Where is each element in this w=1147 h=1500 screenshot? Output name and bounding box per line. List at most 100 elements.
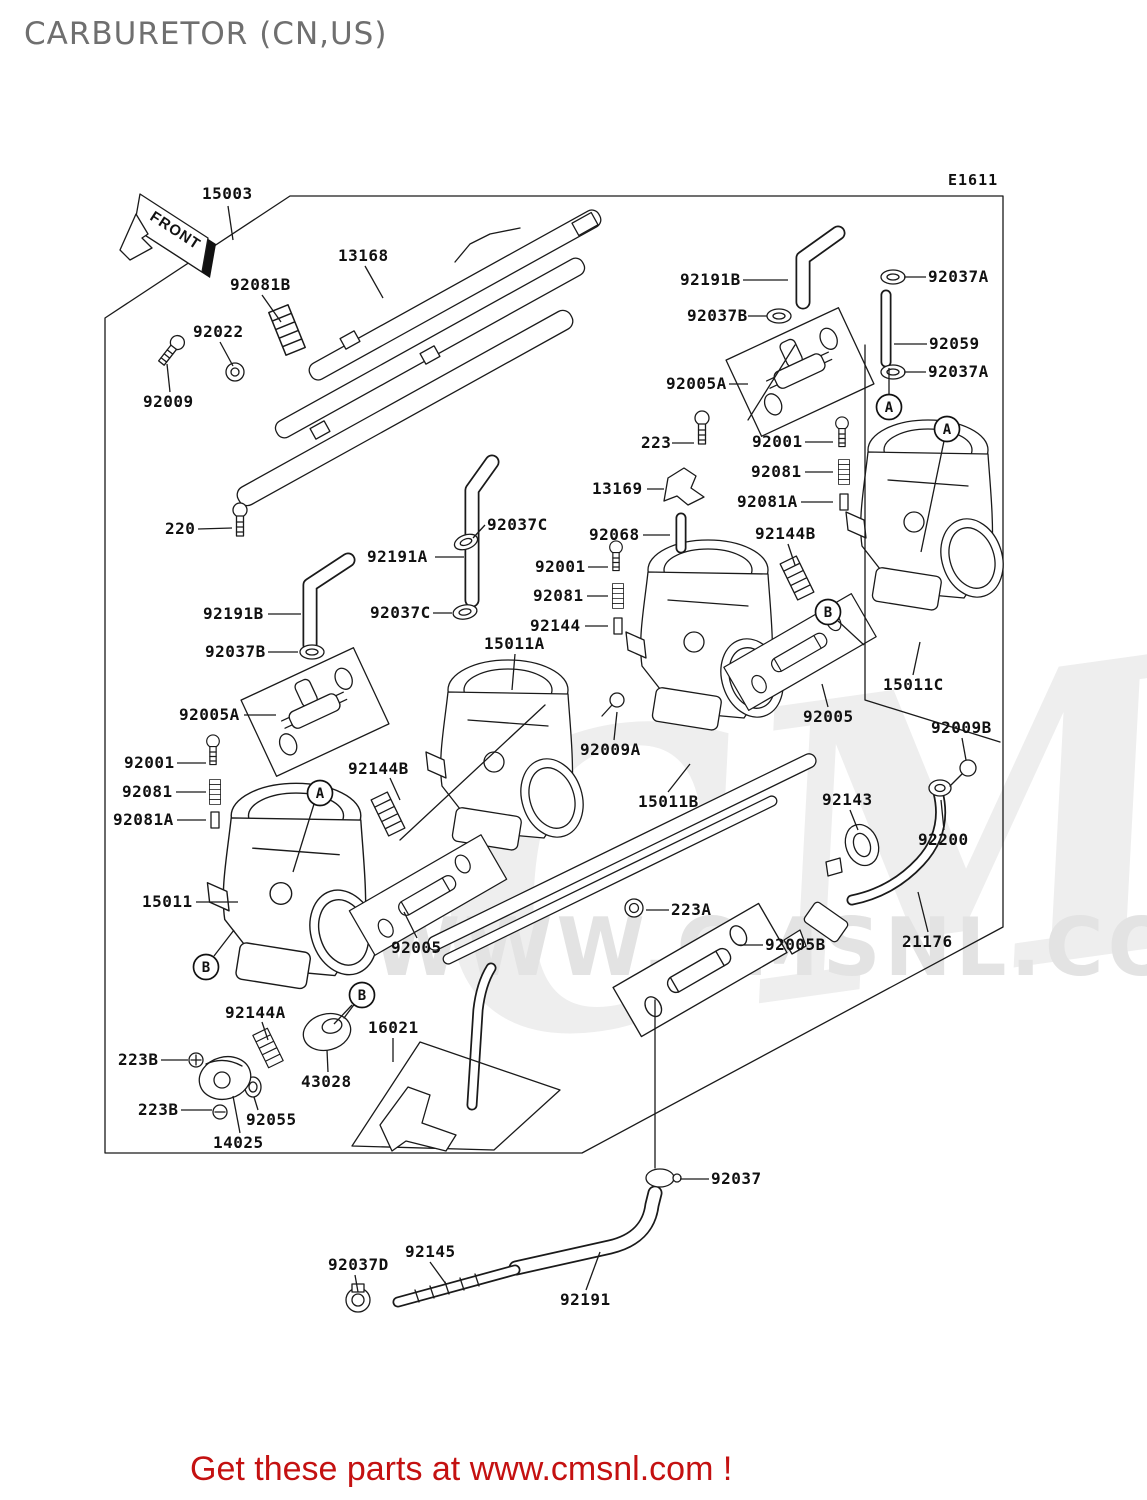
bolt-92009b — [949, 759, 977, 787]
part-label-223b: 223B — [118, 1050, 159, 1069]
svg-text:B: B — [824, 605, 832, 621]
bolt-223a — [624, 898, 644, 918]
part-label-92081: 92081 — [122, 782, 173, 801]
sensor-21176 — [783, 901, 849, 955]
bolt-92009a — [601, 692, 625, 717]
callout-b: B — [192, 953, 220, 981]
part-label-92001: 92001 — [535, 557, 586, 576]
part-label-92037c: 92037C — [487, 515, 548, 534]
part-label-92005: 92005 — [803, 707, 854, 726]
footer-suffix: ! — [713, 1450, 733, 1488]
part-label-92068: 92068 — [589, 525, 640, 544]
part-label-92037a: 92037A — [928, 362, 989, 381]
part-label-92037: 92037 — [711, 1169, 762, 1188]
fitting-92143 — [825, 823, 880, 877]
nut-92022 — [225, 362, 245, 382]
kit-box-92005a-right — [725, 307, 875, 437]
hose-92191b-right — [795, 225, 846, 310]
part-label-92037c: 92037C — [370, 603, 431, 622]
part-label-92001: 92001 — [752, 432, 803, 451]
clamp-92037d — [345, 1283, 371, 1313]
part-label-92001: 92001 — [124, 753, 175, 772]
part-label-92081b: 92081B — [230, 275, 291, 294]
part-label-92055: 92055 — [246, 1110, 297, 1129]
linkage-rail — [427, 753, 817, 965]
part-label-15011a: 15011A — [484, 634, 545, 653]
part-label-92037b: 92037B — [205, 642, 266, 661]
part-label-92191a: 92191A — [367, 547, 428, 566]
tube-92145 — [392, 1264, 521, 1308]
tube-92191a — [464, 454, 500, 608]
hose-92191-bottom — [508, 1185, 663, 1276]
part-label-21176: 21176 — [902, 932, 953, 951]
part-label-92144: 92144 — [530, 616, 581, 635]
part-label-220: 220 — [165, 519, 196, 538]
callout-a: A — [933, 415, 961, 443]
footer-promo: Get these parts at www.cmsnl.com ! — [190, 1450, 732, 1489]
svg-text:B: B — [358, 988, 366, 1004]
svg-text:B: B — [202, 960, 210, 976]
part-label-15011b: 15011B — [638, 792, 699, 811]
part-label-92081: 92081 — [751, 462, 802, 481]
hose-21176 — [846, 786, 947, 906]
leader-lines — [161, 205, 967, 1293]
part-label-92005a: 92005A — [666, 374, 727, 393]
part-label-92191b: 92191B — [203, 604, 264, 623]
linkage-16021 — [379, 1086, 457, 1152]
part-label-92037d: 92037D — [328, 1255, 389, 1274]
part-label-92143: 92143 — [822, 790, 873, 809]
part-label-92005: 92005 — [391, 938, 442, 957]
part-label-92009a: 92009A — [580, 740, 641, 759]
diagram-border — [104, 195, 1004, 1154]
fuel-rails — [236, 209, 602, 507]
svg-text:A: A — [316, 786, 325, 802]
cmsnl-link[interactable]: www.cmsnl.com — [469, 1450, 714, 1488]
part-label-92145: 92145 — [405, 1242, 456, 1261]
clamp-13169 — [663, 467, 705, 506]
bracket-15011c — [864, 344, 1001, 743]
pin-92081a-right — [839, 493, 849, 511]
part-label-92009: 92009 — [143, 392, 194, 411]
part-label-223: 223 — [641, 433, 672, 452]
part-label-92022: 92022 — [193, 322, 244, 341]
part-label-14025: 14025 — [213, 1133, 264, 1152]
kit-box-92005a-left — [240, 647, 390, 777]
part-label-92037a: 92037A — [928, 267, 989, 286]
footer-text: Get these parts at — [190, 1450, 470, 1488]
callout-letters: A A A B B B — [192, 393, 961, 1009]
part-label-92009b: 92009B — [931, 718, 992, 737]
carburetor-diagram[interactable]: CMS WWW.CMSNL.COM FRONT — [0, 0, 1147, 1420]
part-label-13169: 13169 — [592, 479, 643, 498]
part-label-92144b: 92144B — [755, 524, 816, 543]
part-label-15011: 15011 — [142, 892, 193, 911]
part-label-16021: 16021 — [368, 1018, 419, 1037]
screw-223b-lower — [212, 1104, 228, 1120]
part-label-92144a: 92144A — [225, 1003, 286, 1022]
diagram-code: E1611 — [948, 171, 999, 189]
callout-b: B — [348, 981, 376, 1009]
part-label-13168: 13168 — [338, 246, 389, 265]
page-title: CARBURETOR (CN,US) — [24, 16, 388, 52]
svg-text:A: A — [943, 422, 952, 438]
svg-text:A: A — [885, 400, 894, 416]
clamp-92037 — [645, 1168, 682, 1188]
part-label-92144b: 92144B — [348, 759, 409, 778]
part-label-92191b: 92191B — [680, 270, 741, 289]
part-label-92081a: 92081A — [113, 810, 174, 829]
part-label-223b: 223B — [138, 1100, 179, 1119]
part-label-43028: 43028 — [301, 1072, 352, 1091]
washer-92200 — [928, 779, 952, 797]
callout-a: A — [306, 779, 334, 807]
part-label-223a: 223A — [671, 900, 712, 919]
callout-a: A — [875, 393, 903, 421]
part-label-92191: 92191 — [560, 1290, 611, 1309]
hose-92191b-left — [302, 552, 356, 653]
part-label-92081a: 92081A — [737, 492, 798, 511]
rod-16021 — [466, 962, 497, 1111]
part-label-92200: 92200 — [918, 830, 969, 849]
front-arrow: FRONT — [119, 193, 216, 278]
screw-223b-upper — [188, 1052, 204, 1068]
part-label-92037b: 92037B — [687, 306, 748, 325]
